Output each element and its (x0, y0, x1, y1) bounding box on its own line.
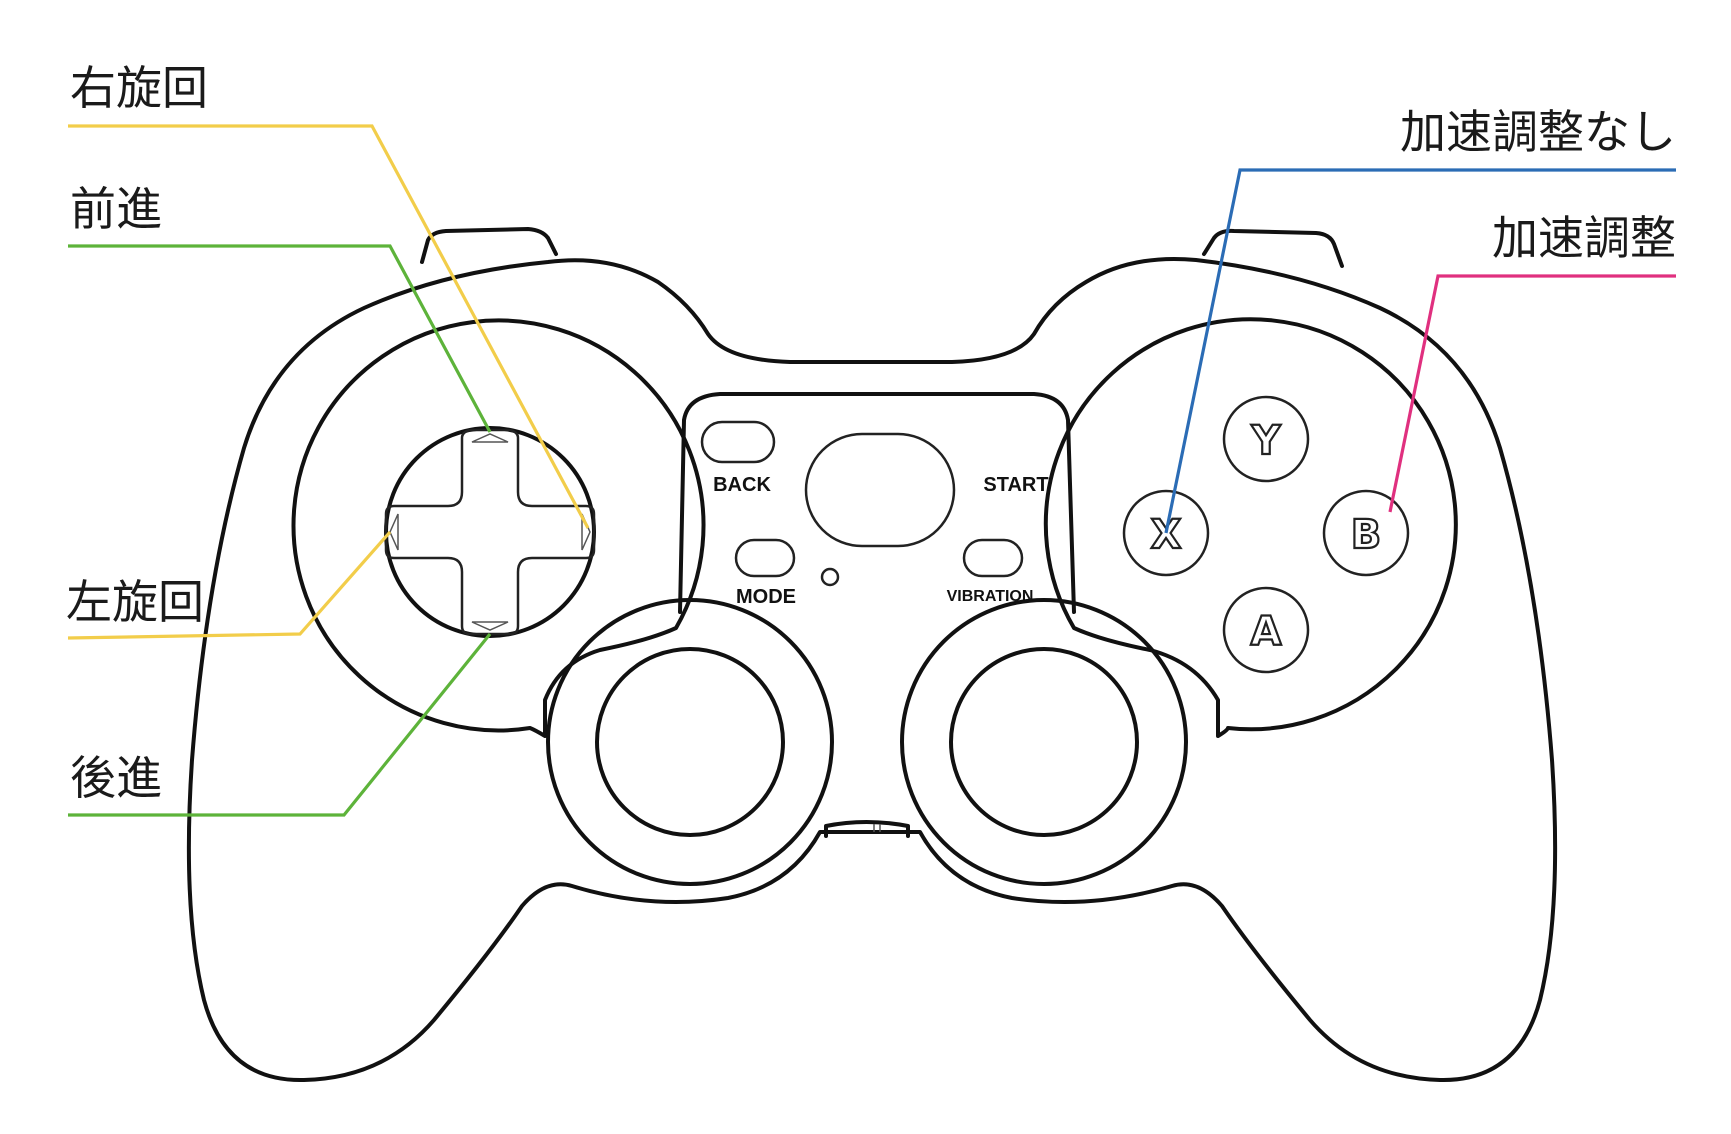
y-button-circle[interactable] (1222, 395, 1310, 483)
left-stick-well (546, 598, 834, 886)
left-analog-stick[interactable] (595, 647, 785, 837)
vibration-label: VIBRATION (947, 588, 1034, 605)
dpad-ring (384, 426, 596, 638)
accel-adjust-label: 加速調整 (1492, 211, 1676, 265)
backward-leader (68, 632, 492, 817)
a-button-label: A (1251, 609, 1282, 655)
center-guide-button[interactable] (804, 432, 956, 548)
start-label: START (983, 474, 1048, 496)
bottom-connector (824, 820, 910, 838)
mode-label: MODE (736, 586, 796, 608)
x-button-label: X (1151, 512, 1182, 558)
a-button[interactable]: A (1222, 586, 1310, 674)
back-label: BACK (713, 474, 771, 496)
left-turn-label: 左旋回 (66, 575, 204, 629)
controller-body (186, 256, 1558, 1083)
dpad-up-arrow (471, 433, 509, 443)
center-panel (678, 392, 1076, 614)
b-button[interactable]: B (1322, 489, 1410, 577)
b-button-label: B (1351, 512, 1382, 558)
y-button[interactable]: Y (1222, 395, 1310, 483)
right-well-outline (1043, 317, 1458, 738)
forward-label: 前進 (70, 182, 162, 236)
back-button[interactable] (700, 420, 776, 464)
vibration-button[interactable] (962, 538, 1024, 578)
bottom-connector-tick (873, 824, 881, 832)
right-bumper (1202, 228, 1344, 268)
mode-led (820, 567, 840, 587)
no-accel-adjust-leader (1164, 168, 1676, 534)
mode-button[interactable] (734, 538, 796, 578)
dpad-cross[interactable] (384, 428, 596, 636)
accel-adjust-leader (1388, 274, 1676, 513)
right-turn-label: 右旋回 (70, 61, 208, 115)
left-turn-leader (67, 530, 392, 640)
left-well-outline (291, 318, 706, 738)
x-button-circle[interactable] (1122, 489, 1210, 577)
forward-leader (68, 244, 492, 433)
a-button-circle[interactable] (1222, 586, 1310, 674)
backward-label: 後進 (70, 751, 162, 805)
right-analog-stick[interactable] (949, 647, 1139, 837)
x-button[interactable]: X (1122, 489, 1210, 577)
right-turn-leader (68, 124, 590, 529)
right-stick-well (900, 598, 1188, 886)
b-button-circle[interactable] (1322, 489, 1410, 577)
dpad-left-arrow (389, 513, 399, 551)
no-accel-adjust-label: 加速調整なし (1400, 105, 1676, 159)
dpad-down-arrow (471, 621, 509, 631)
y-button-label: Y (1251, 418, 1282, 464)
